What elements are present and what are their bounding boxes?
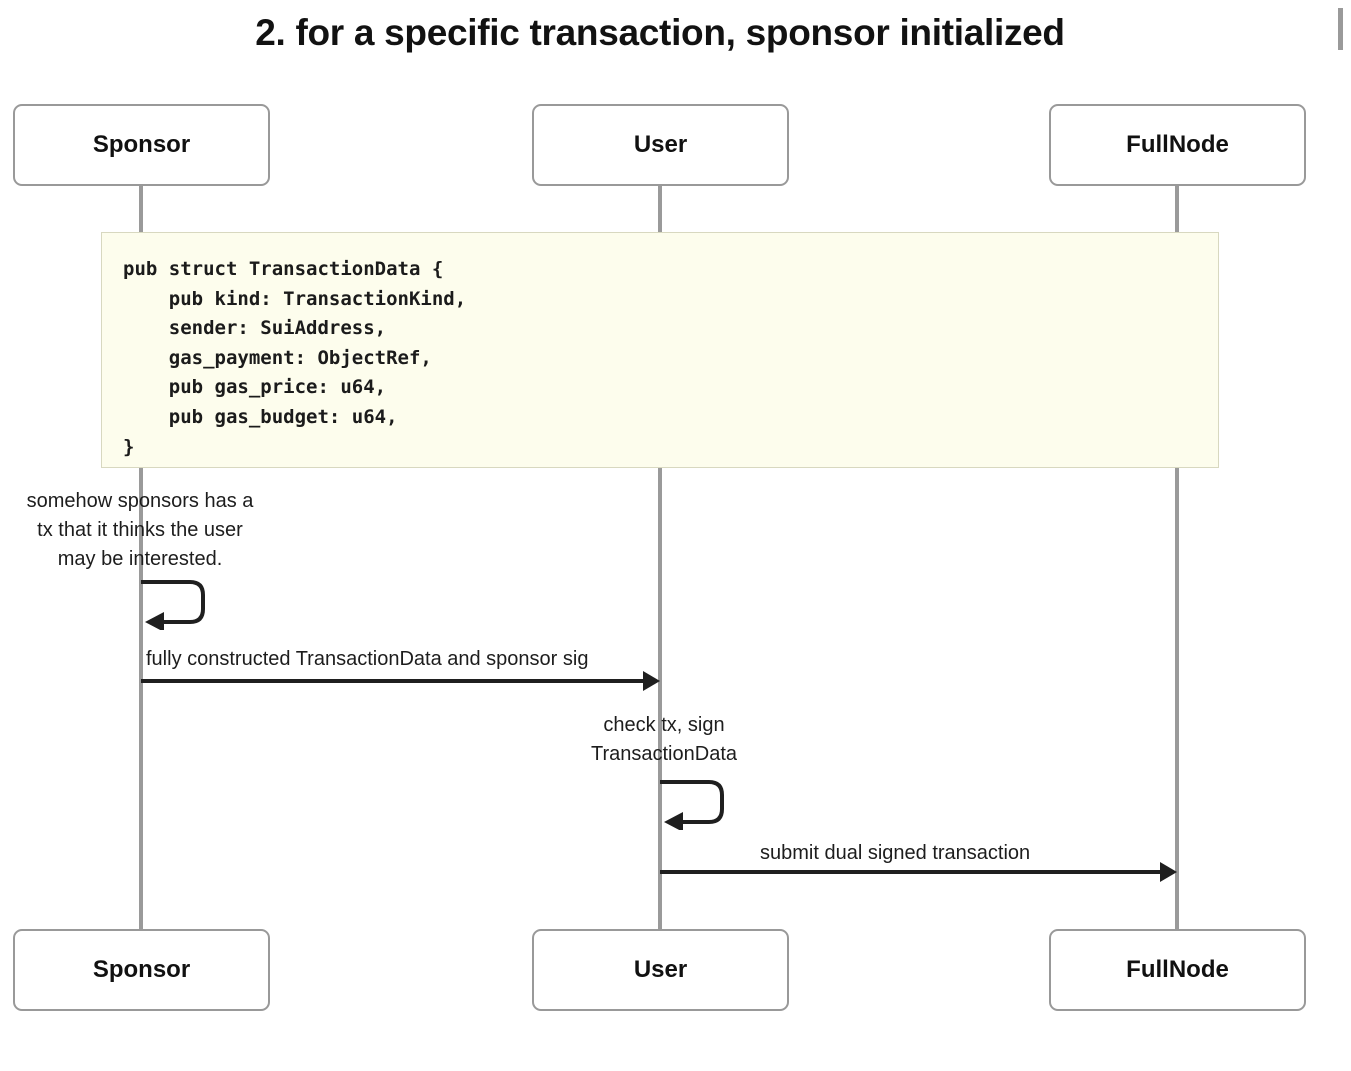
participant-label: User: [633, 131, 688, 158]
participant-label: FullNode: [1126, 131, 1229, 158]
participant-fullnode-bottom[interactable]: FullNode: [1049, 929, 1306, 1011]
self-call-sponsor: [137, 578, 227, 630]
message-line-user-to-fullnode: [660, 870, 1162, 874]
participant-label: FullNode: [1126, 956, 1229, 983]
participant-label: Sponsor: [92, 956, 191, 983]
participant-label: Sponsor: [92, 131, 191, 158]
note-transaction-data-struct: pub struct TransactionData { pub kind: T…: [101, 232, 1219, 468]
lifeline-sponsor: [139, 186, 143, 936]
note-code-text: pub struct TransactionData { pub kind: T…: [123, 258, 467, 458]
participant-label: User: [633, 956, 688, 983]
participant-fullnode-top[interactable]: FullNode: [1049, 104, 1306, 186]
note-user-self-call: check tx, sign TransactionData: [591, 714, 737, 765]
page-title: 2. for a specific transaction, sponsor i…: [255, 12, 1065, 53]
participant-sponsor-top[interactable]: Sponsor: [13, 104, 270, 186]
message-arrowhead-sponsor-to-user: [643, 671, 660, 691]
lifeline-fullnode: [1175, 186, 1179, 936]
message-arrowhead-user-to-fullnode: [1160, 862, 1177, 882]
self-call-user: [656, 778, 746, 830]
participant-user-top[interactable]: User: [532, 104, 789, 186]
participant-user-bottom[interactable]: User: [532, 929, 789, 1011]
message-label-user-to-fullnode: submit dual signed transaction: [760, 842, 1031, 864]
edge-artifact-mark: [1338, 8, 1343, 50]
participant-sponsor-bottom[interactable]: Sponsor: [13, 929, 270, 1011]
message-line-sponsor-to-user: [141, 679, 645, 683]
message-label-sponsor-to-user: fully constructed TransactionData and sp…: [146, 648, 589, 670]
note-sponsor-self-call: somehow sponsors has a tx that it thinks…: [26, 490, 254, 570]
lifeline-user: [658, 186, 662, 936]
